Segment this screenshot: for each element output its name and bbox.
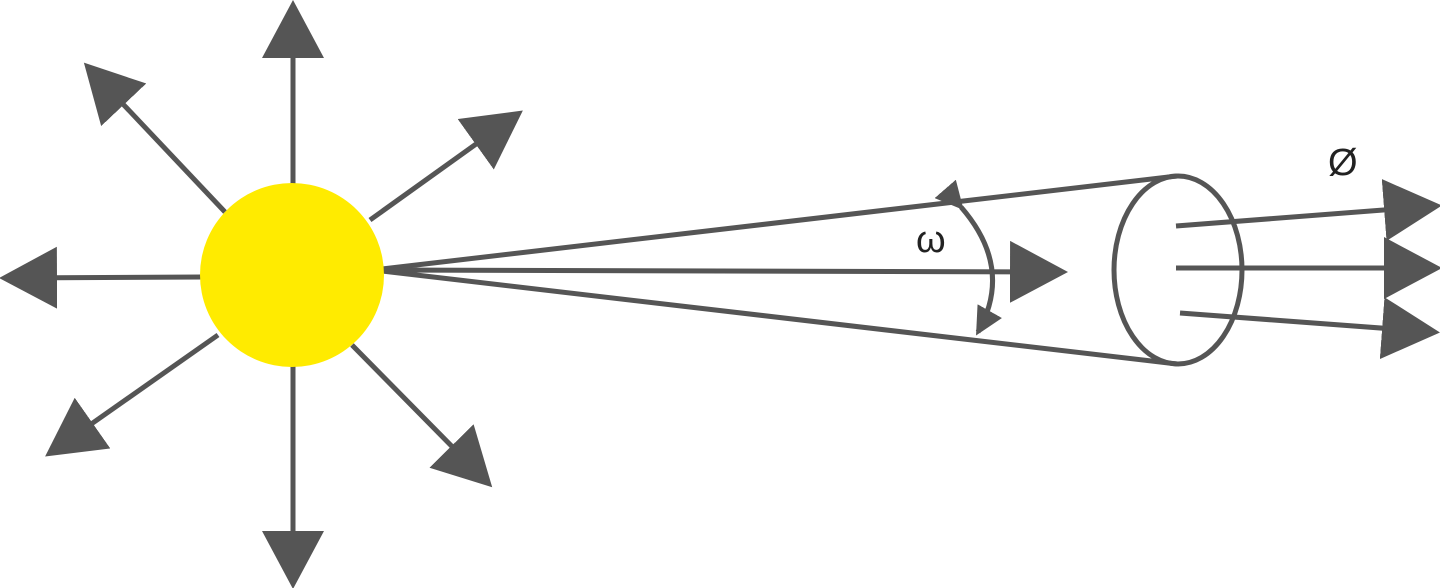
emission-arrow-left xyxy=(0,246,203,309)
emission-arrows xyxy=(0,0,523,588)
emission-arrow-down-right xyxy=(350,343,493,488)
flux-label: Ø xyxy=(1328,142,1358,184)
flux-arrows xyxy=(1175,179,1440,360)
flux-arrow-top xyxy=(1175,179,1440,241)
cone-lower-edge xyxy=(381,268,1178,367)
cone-axis-arrow xyxy=(381,240,1068,303)
omega-arc xyxy=(934,179,1002,336)
cone-upper-edge xyxy=(381,173,1178,272)
solid-angle-label: ω xyxy=(916,219,946,261)
flux-arrow-bottom xyxy=(1179,297,1440,360)
light-source xyxy=(200,183,384,367)
solid-angle-arc xyxy=(934,179,1002,336)
emission-arrow-up-left xyxy=(83,62,227,214)
emission-arrow-up-right xyxy=(368,110,523,223)
emission-arrow-down-left xyxy=(45,332,220,457)
solid-angle-cone xyxy=(381,173,1245,367)
